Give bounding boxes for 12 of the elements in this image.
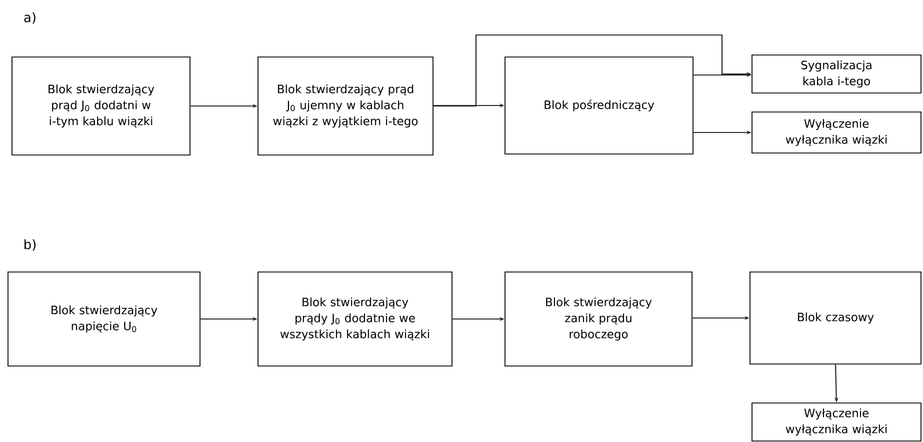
block-box: Blok stwierdzający napięcie U$_{0}$: [7, 271, 201, 367]
block-box: Blok stwierdzający prądy J$_{0}$ dodatnie we wszystkich kablach wiązki: [257, 271, 453, 367]
block-box: Blok stwierdzający prąd J$_{0}$ dodatni w i-tym kablu wiązki: [11, 56, 191, 156]
block-box: Blok stwierdzający prąd J$_{0}$ ujemny w kablach wiązki z wyjątkiem i-tego: [257, 56, 434, 156]
block-box: Sygnalizacja kabla i-tego: [751, 54, 922, 94]
block-box: Wyłączenie wyłącznika wiązki: [751, 111, 922, 154]
block-box: Blok stwierdzający zanik prądu roboczego: [504, 271, 693, 367]
panel-label: a): [24, 12, 36, 24]
block-box: Blok czasowy: [749, 271, 922, 365]
panel-label: b): [24, 239, 36, 251]
block-box: Wyłączenie wyłącznika wiązki: [751, 402, 922, 442]
block-box: Blok pośredniczący: [504, 56, 694, 155]
